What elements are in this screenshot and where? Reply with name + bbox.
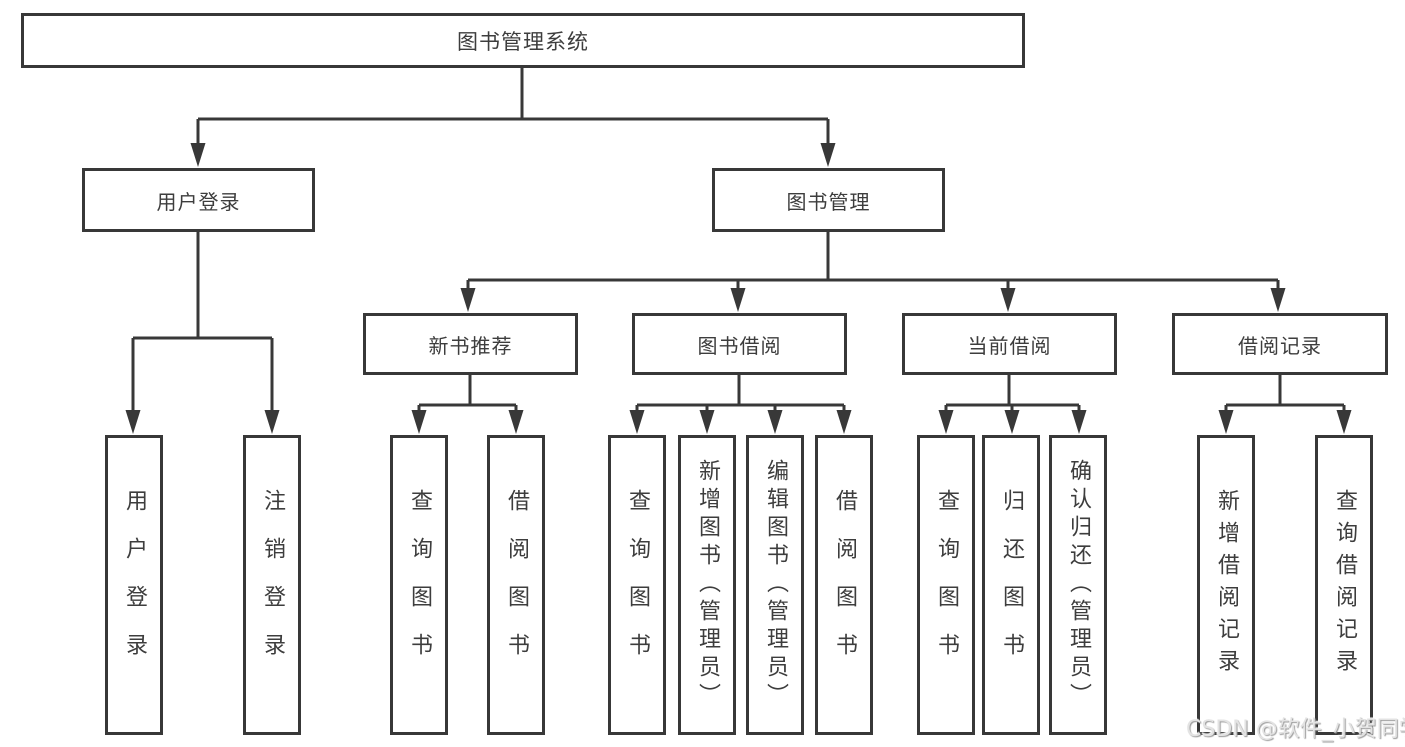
level3-node-current-borrow: 当前借阅: [902, 313, 1117, 375]
node-label: 注销登录: [260, 489, 285, 681]
level2-node-book-management: 图书管理: [712, 168, 945, 232]
node-label: 查询图书: [934, 489, 959, 681]
node-label: 新书推荐: [428, 333, 513, 358]
leaf-node-return-books: 归还图书: [982, 435, 1040, 735]
node-label: 用户登录: [156, 189, 241, 214]
arrow-down-icon: [1270, 288, 1286, 312]
node-label: 借阅记录: [1238, 333, 1322, 358]
arrow-down-icon: [508, 410, 524, 434]
arrow-down-icon: [264, 410, 280, 434]
connector-paths: [131, 68, 1346, 412]
leaf-node-add-book-admin: 新增图书（管理员）: [678, 435, 736, 735]
arrow-down-icon: [460, 288, 476, 312]
arrow-down-icon: [629, 410, 645, 434]
arrow-down-icon: [820, 143, 836, 167]
node-label: 新增借阅记录: [1214, 489, 1239, 681]
arrow-down-icon: [1336, 410, 1352, 434]
node-label: 借阅图书: [832, 489, 857, 681]
arrow-down-icon: [1000, 288, 1016, 312]
level3-node-borrow-records: 借阅记录: [1172, 313, 1388, 375]
node-label: 查询借阅记录: [1332, 489, 1357, 681]
arrow-down-icon: [767, 410, 783, 434]
arrow-down-icon: [1218, 410, 1234, 434]
arrow-down-icon: [730, 288, 746, 312]
leaf-node-query-books-recommend: 查询图书: [390, 435, 448, 735]
node-label: 借阅图书: [504, 489, 529, 681]
leaf-node-borrow-books-recommend: 借阅图书: [487, 435, 545, 735]
arrow-down-icons: [125, 143, 1352, 434]
leaf-node-edit-book-admin: 编辑图书（管理员）: [746, 435, 804, 735]
leaf-node-add-borrow-record: 新增借阅记录: [1197, 435, 1255, 735]
node-label: 编辑图书（管理员）: [763, 459, 788, 711]
level3-node-new-book-recommend: 新书推荐: [363, 313, 578, 375]
leaf-node-user-login: 用户登录: [105, 435, 163, 735]
arrow-down-icon: [1004, 410, 1020, 434]
arrow-down-icon: [411, 410, 427, 434]
node-label: 确认归还（管理员）: [1066, 459, 1091, 711]
level3-node-book-borrow: 图书借阅: [632, 313, 847, 375]
leaf-node-query-books-current: 查询图书: [917, 435, 975, 735]
arrow-down-icon: [836, 410, 852, 434]
leaf-node-query-books-borrow: 查询图书: [608, 435, 666, 735]
leaf-node-confirm-return-admin: 确认归还（管理员）: [1049, 435, 1107, 735]
arrow-down-icon: [125, 410, 141, 434]
root-node-label: 图书管理系统: [457, 29, 589, 54]
node-label: 当前借阅: [967, 333, 1052, 358]
leaf-node-query-borrow-record: 查询借阅记录: [1315, 435, 1373, 735]
node-label: 图书借阅: [697, 333, 782, 358]
arrow-down-icon: [699, 410, 715, 434]
level2-node-user-login: 用户登录: [82, 168, 315, 232]
node-label: 归还图书: [999, 489, 1024, 681]
root-node-library-management-system: 图书管理系统: [21, 13, 1025, 68]
node-label: 图书管理: [786, 189, 871, 214]
leaf-node-logout: 注销登录: [243, 435, 301, 735]
node-label: 新增图书（管理员）: [695, 459, 720, 711]
node-label: 用户登录: [122, 489, 147, 681]
arrow-down-icon: [1071, 410, 1087, 434]
node-label: 查询图书: [407, 489, 432, 681]
leaf-node-borrow-books: 借阅图书: [815, 435, 873, 735]
node-label: 查询图书: [625, 489, 650, 681]
arrow-down-icon: [938, 410, 954, 434]
arrow-down-icon: [190, 143, 206, 167]
watermark: CSDN @软件_小贺同学: [1186, 717, 1405, 742]
